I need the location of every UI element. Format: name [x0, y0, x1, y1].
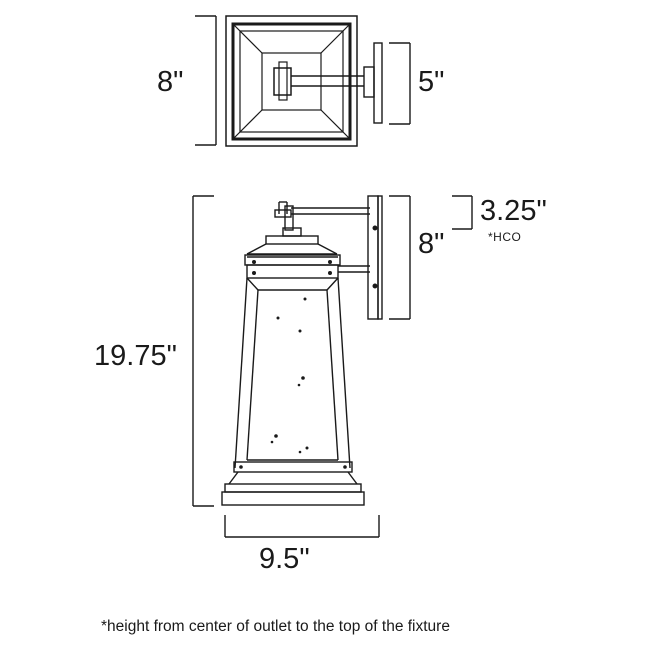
side-view: 19.75"	[94, 195, 547, 575]
lantern-hook	[274, 201, 292, 218]
hco-note-label: *HCO	[488, 230, 521, 244]
width-bracket	[224, 515, 380, 538]
width-label: 9.5"	[259, 543, 310, 575]
bottom-band-rivets	[239, 465, 347, 469]
footnote-text: *height from center of outlet to the top…	[101, 618, 450, 635]
lower-arm	[338, 265, 370, 273]
hco-bracket	[452, 195, 473, 230]
top-view-backplate	[363, 42, 383, 124]
backplate-height-label: 5"	[418, 66, 444, 98]
seeded-glass-bubbles	[270, 297, 309, 454]
side-backplate-height-label: 8"	[418, 228, 444, 260]
lantern-body	[234, 277, 351, 469]
fixture-height-label: 19.75"	[94, 340, 177, 372]
side-backplate-bracket	[389, 195, 411, 320]
top-view-height-bracket	[195, 15, 217, 146]
band-rivets	[252, 260, 332, 275]
lantern-cap	[246, 227, 338, 255]
side-backplate	[367, 195, 383, 320]
lantern-top-band	[244, 254, 341, 279]
top-view-height-label: 8"	[157, 66, 183, 98]
top-view-square-body	[225, 15, 358, 147]
fixture-height-bracket	[192, 195, 214, 507]
lantern-bottom-band	[221, 461, 365, 506]
top-view: 8" 5"	[157, 15, 444, 147]
top-view-arm	[291, 75, 364, 87]
upper-arm	[284, 205, 370, 231]
hco-value-label: 3.25"	[480, 195, 547, 227]
backplate-height-bracket	[389, 42, 411, 125]
